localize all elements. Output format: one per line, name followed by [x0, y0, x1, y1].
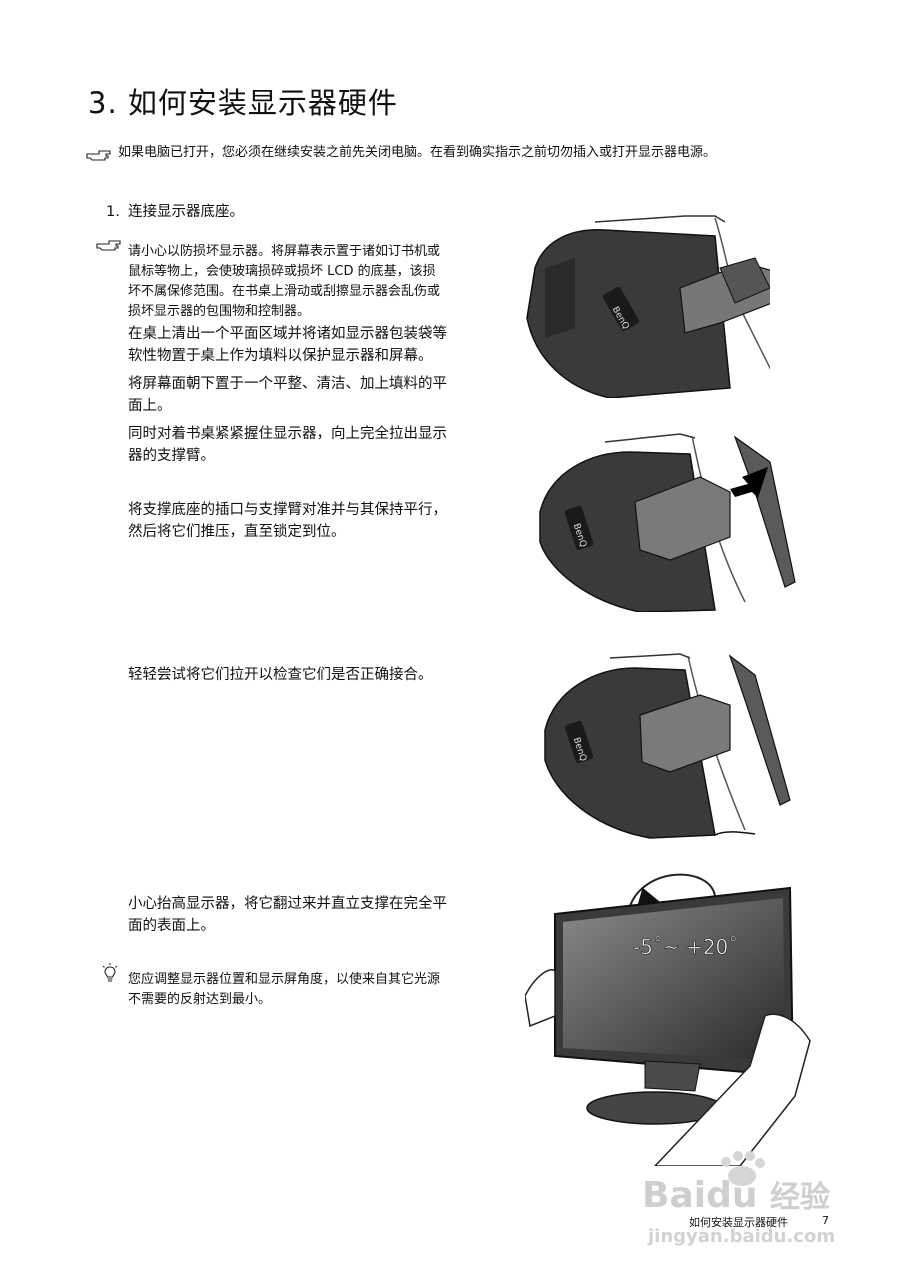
paw-print-icon — [721, 1151, 765, 1186]
pointing-hand-icon — [86, 150, 111, 161]
caution-line: 坏不属保修范围。在书桌上滑动或刮擦显示器会乱伤或 — [128, 284, 441, 299]
tip-line: 您应调整显示器位置和显示屏角度，以使来自其它光源 — [128, 972, 441, 987]
step-number: 1. — [106, 204, 120, 220]
footer-section: 如何安装显示器硬件 — [689, 1216, 788, 1229]
paragraph-line: 面上。 — [128, 398, 172, 414]
tip-note: 您应调整显示器位置和显示屏角度，以使来自其它光源 不需要的反射达到最小。 — [128, 970, 508, 1010]
paragraph-line: 同时对着书桌紧紧握住显示器，向上完全拉出显示 — [128, 426, 447, 442]
top-note: 如果电脑已打开，您必须在继续安装之前先关闭电脑。在看到确实指示之前切勿插入或打开… — [118, 145, 717, 160]
instruction-paragraph: 小心抬高显示器，将它翻过来并直立支撑在完全平 面的表面上。 — [128, 893, 508, 937]
instruction-paragraph: 轻轻尝试将它们拉开以检查它们是否正确接合。 — [128, 667, 433, 683]
watermark-text: Bai — [642, 1175, 707, 1216]
instruction-paragraph: 同时对着书桌紧紧握住显示器，向上完全拉出显示 器的支撑臂。 — [128, 423, 508, 467]
caution-line: 鼠标等物上，会使玻璃损碎或损坏 LCD 的底基，该损 — [128, 264, 436, 279]
paragraph-line: 面的表面上。 — [128, 918, 215, 934]
instruction-paragraph: 在桌上清出一个平面区域并将诸如显示器包装袋等 软性物置于桌上作为填料以保护显示器… — [128, 323, 508, 367]
benq-logo-plate — [602, 286, 640, 332]
paragraph-line: 将支撑底座的插口与支撑臂对准并与其保持平行， — [128, 502, 447, 518]
illustration-lift-monitor: -5˚~ +20˚ — [525, 873, 811, 1166]
paragraph-line: 软性物置于桌上作为填料以保护显示器和屏幕。 — [128, 348, 433, 364]
illustration-attach-base: BenQ — [539, 433, 796, 612]
caution-line: 损坏显示器的包围物和控制器。 — [128, 304, 311, 319]
pointing-hand-icon — [96, 240, 121, 251]
step-label: 连接显示器底座。 — [128, 204, 244, 220]
illustration-pull-stand-arm: BenQ — [526, 215, 770, 398]
page-title: 3. 如何安装显示器硬件 — [88, 86, 398, 120]
paragraph-line: 然后将它们推压，直至锁定到位。 — [128, 524, 346, 540]
tilt-angle-label: -5˚~ +20˚ — [633, 935, 738, 959]
tip-line: 不需要的反射达到最小。 — [128, 992, 272, 1007]
caution-line: 请小心以防损坏显示器。将屏幕表示置于诸如订书机或 — [128, 244, 441, 259]
illustration-check-engaged: BenQ — [544, 653, 791, 839]
paragraph-line: 小心抬高显示器，将它翻过来并直立支撑在完全平 — [128, 896, 447, 912]
page-number: 7 — [822, 1214, 829, 1227]
arrow-left-icon — [730, 467, 768, 498]
lightbulb-icon — [102, 963, 118, 982]
instruction-paragraph: 将支撑底座的插口与支撑臂对准并与其保持平行， 然后将它们推压，直至锁定到位。 — [128, 499, 508, 543]
watermark-url: jingyan.baidu.com — [648, 1226, 836, 1247]
paragraph-line: 器的支撑臂。 — [128, 448, 215, 464]
watermark-logo: Baidu 经验 — [642, 1172, 830, 1216]
paragraph-line: 将屏幕面朝下置于一个平整、清洁、加上填料的平 — [128, 376, 447, 392]
instruction-paragraph: 将屏幕面朝下置于一个平整、清洁、加上填料的平 面上。 — [128, 373, 508, 417]
paragraph-line: 在桌上清出一个平面区域并将诸如显示器包装袋等 — [128, 326, 447, 342]
caution-note: 请小心以防损坏显示器。将屏幕表示置于诸如订书机或 鼠标等物上，会使玻璃损碎或损坏… — [128, 242, 508, 322]
watermark-text: 经验 — [770, 1180, 831, 1215]
